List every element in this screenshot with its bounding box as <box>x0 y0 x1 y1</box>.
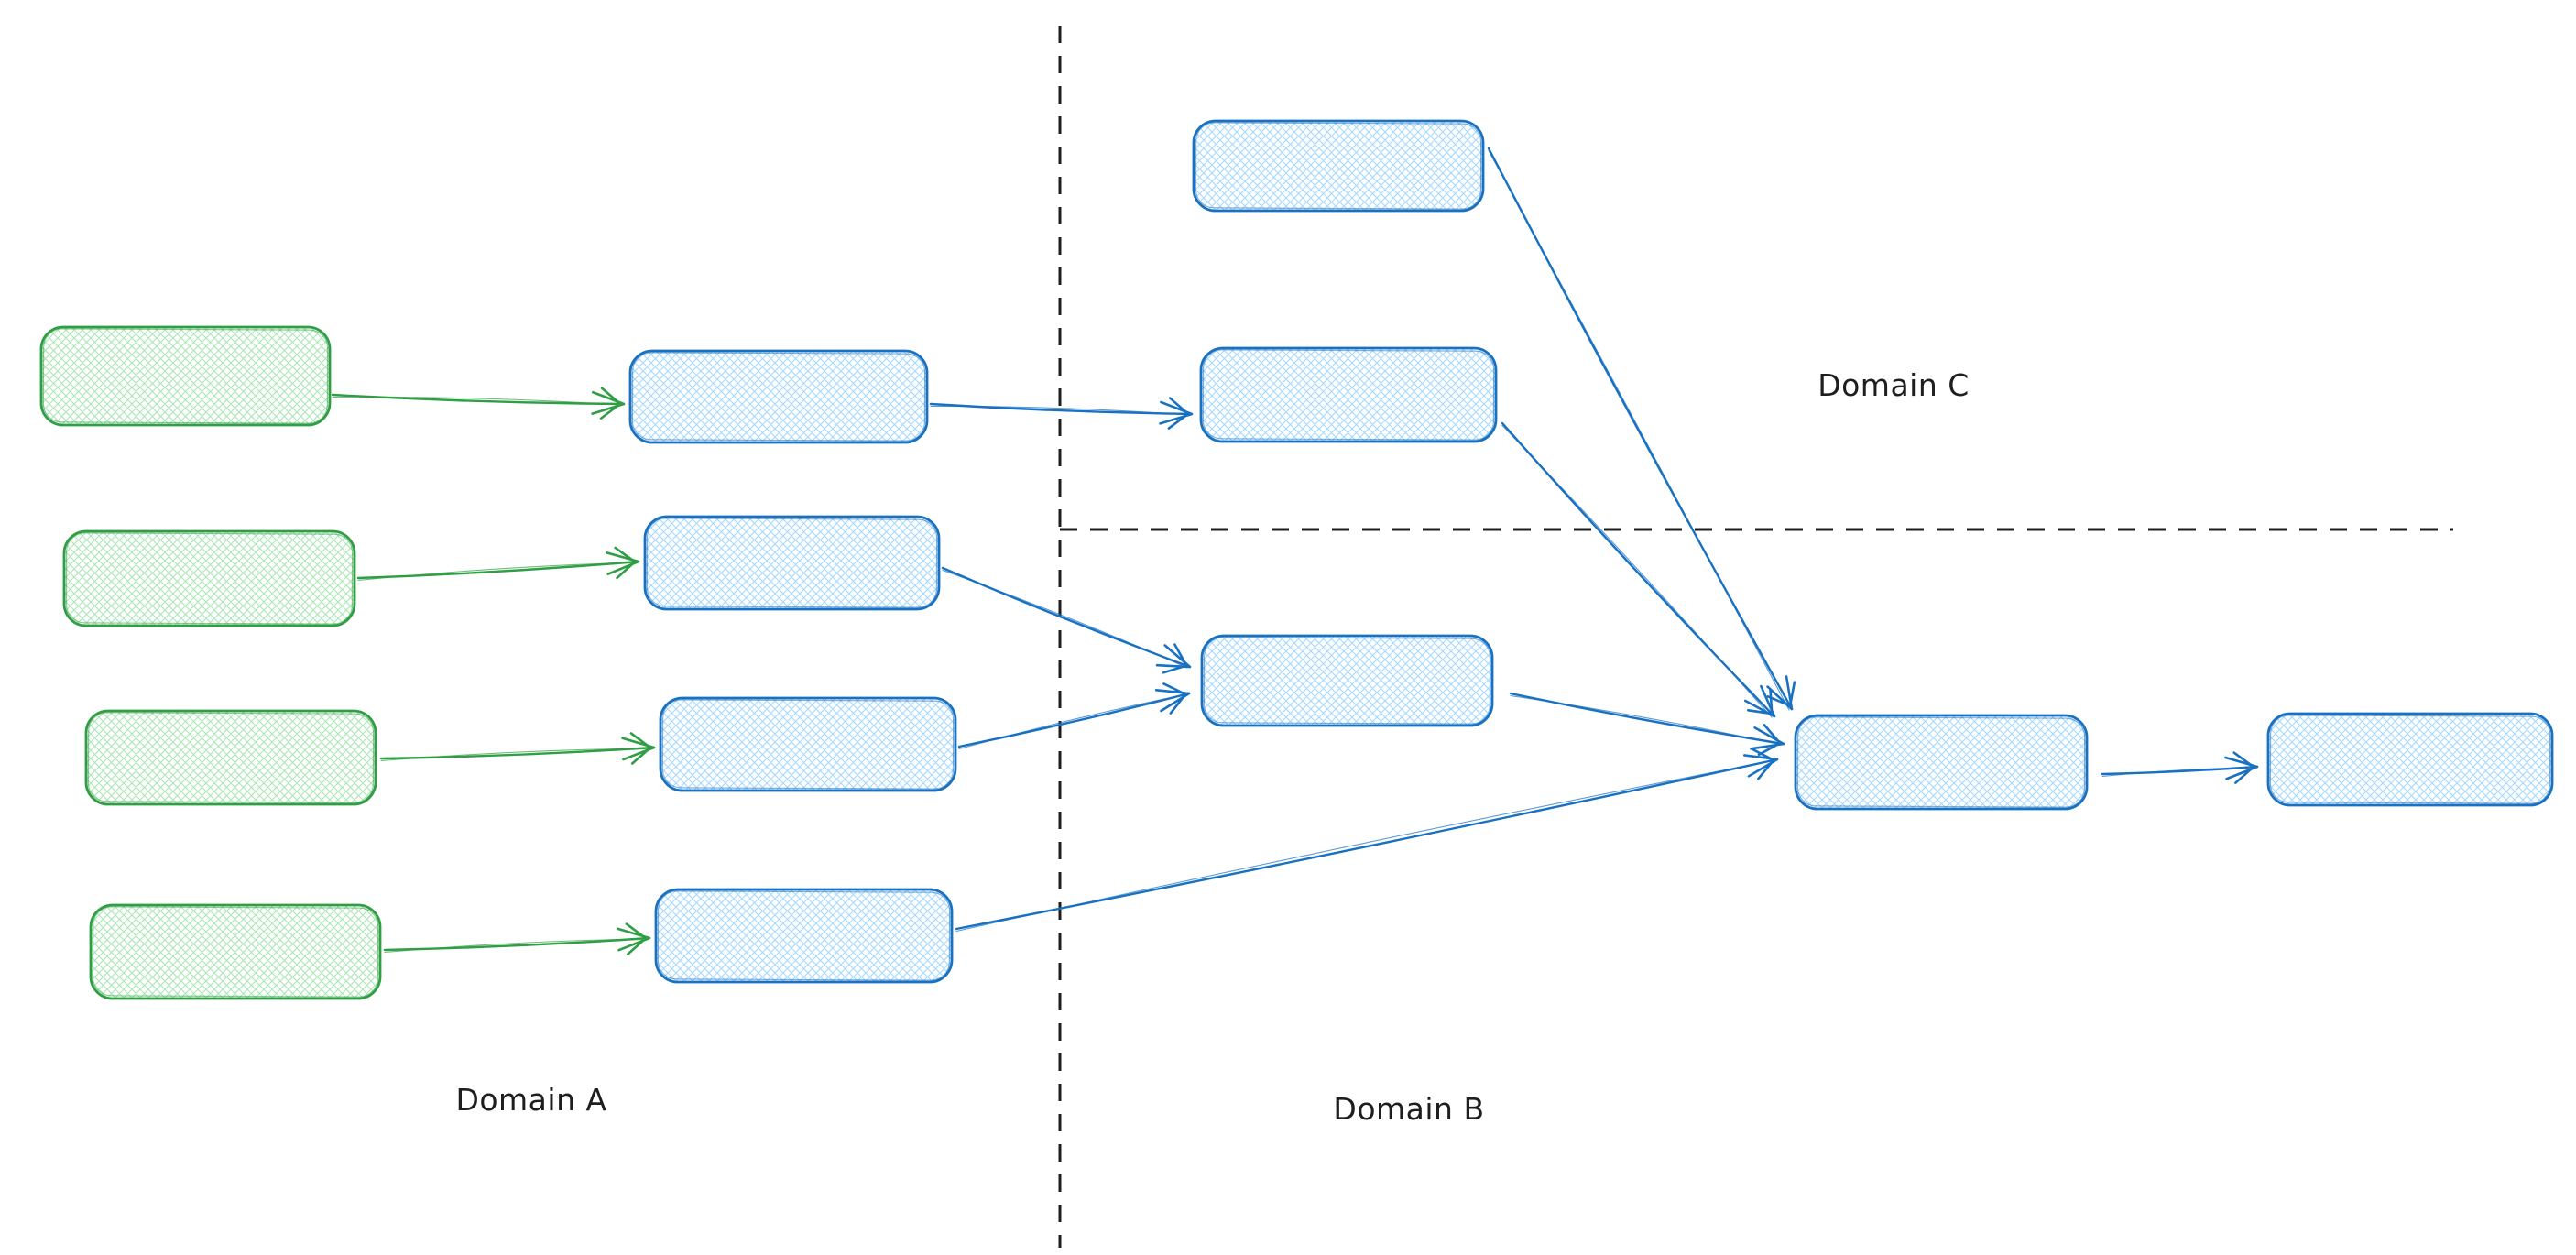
output-box[interactable] <box>2266 712 2554 807</box>
domain-c-box-1-rect <box>1192 119 1485 213</box>
arrow-b4-to-hub-arrowhead-icon <box>1742 748 1779 780</box>
arrow-db1-to-hub-shaft-sketch <box>1510 694 1782 746</box>
blue-box-2-rect <box>643 515 941 611</box>
blue-box-1[interactable] <box>628 349 929 444</box>
blue-box-2[interactable] <box>643 515 941 611</box>
arrow-c2-to-hub-arrowhead-icon <box>1743 684 1776 718</box>
blue-box-1-rect-sketch <box>631 352 926 442</box>
blue-box-4-rect-sketch <box>657 890 951 981</box>
arrow-b3-to-db1-shaft-sketch <box>958 693 1187 750</box>
arrow-green-4[interactable] <box>383 922 651 955</box>
arrow-hub-to-output-shaft-sketch <box>2101 767 2255 778</box>
arrow-green-1-shaft-sketch <box>332 396 622 406</box>
hub-box-rect <box>1794 714 2089 811</box>
green-box-4-rect-sketch <box>92 906 379 998</box>
green-box-1-rect-sketch <box>42 328 329 424</box>
blue-box-4[interactable] <box>654 888 954 984</box>
domain-c-box-2-rect-sketch <box>1202 349 1495 441</box>
green-box-4[interactable] <box>89 903 382 1000</box>
green-box-1[interactable] <box>39 325 332 427</box>
arrow-c1-to-hub-shaft <box>1487 147 1794 711</box>
arrow-green-2-arrowhead-icon <box>606 546 640 580</box>
arrow-c1-to-hub-shaft-sketch <box>1488 149 1790 711</box>
arrow-b4-to-hub[interactable] <box>955 748 1779 933</box>
domain-c-box-1[interactable] <box>1192 119 1485 213</box>
dividers-layer <box>1058 26 2453 1248</box>
domain-c-label[interactable]: Domain C <box>1817 367 1970 403</box>
arrow-green-4-arrowhead-icon <box>617 922 651 955</box>
domain-a-label[interactable]: Domain A <box>455 1082 606 1118</box>
arrow-b1-to-c2-arrowhead-icon <box>1159 397 1194 430</box>
arrow-c2-to-hub-shaft-sketch <box>1501 424 1773 718</box>
arrow-green-3-arrowhead-icon <box>621 732 656 765</box>
blue-box-3-rect-sketch <box>661 699 955 790</box>
blue-box-3[interactable] <box>659 696 957 792</box>
arrow-b4-to-hub-shaft <box>955 758 1779 931</box>
arrow-hub-to-output[interactable] <box>2101 751 2259 784</box>
arrow-b4-to-hub-shaft-sketch <box>955 759 1775 933</box>
domain-c-box-1-rect-sketch <box>1195 122 1482 210</box>
arrow-db1-to-hub[interactable] <box>1509 692 1785 757</box>
arrow-hub-to-output-arrowhead-icon <box>2224 751 2259 784</box>
arrow-green-1[interactable] <box>331 387 626 420</box>
output-box-rect <box>2266 712 2554 807</box>
arrow-green-3-shaft-sketch <box>380 748 652 762</box>
domain-b-box-1[interactable] <box>1200 634 1494 727</box>
nodes-layer <box>39 119 2554 1000</box>
green-box-3-rect <box>84 709 377 806</box>
green-box-1-rect <box>39 325 332 427</box>
green-box-2-rect-sketch <box>65 532 354 625</box>
arrow-b3-to-db1[interactable] <box>957 682 1191 750</box>
green-box-3[interactable] <box>84 709 377 806</box>
arrow-c1-to-hub[interactable] <box>1487 147 1796 711</box>
arrow-b2-to-db1[interactable] <box>941 566 1192 674</box>
arrow-b3-to-db1-arrowhead-icon <box>1154 682 1191 715</box>
arrow-b2-to-db1-shaft-sketch <box>942 569 1188 669</box>
output-box-rect-sketch <box>2269 715 2551 804</box>
blue-box-2-rect-sketch <box>646 518 938 608</box>
hub-box[interactable] <box>1794 714 2089 811</box>
hub-box-rect-sketch <box>1796 716 2086 808</box>
green-box-2-rect <box>62 529 356 628</box>
green-box-2[interactable] <box>62 529 356 628</box>
domain-b-box-1-rect <box>1200 634 1494 727</box>
labels-layer: Domain A Domain B Domain C <box>455 367 1969 1127</box>
arrow-c2-to-hub[interactable] <box>1501 421 1776 718</box>
arrow-green-1-arrowhead-icon <box>591 387 626 420</box>
domain-b-label[interactable]: Domain B <box>1333 1091 1484 1127</box>
green-box-3-rect-sketch <box>87 712 375 803</box>
arrow-green-4-shaft-sketch <box>384 938 648 954</box>
blue-box-3-rect <box>659 696 957 792</box>
arrow-db1-to-hub-arrowhead-icon <box>1750 724 1785 757</box>
arrow-green-2[interactable] <box>356 546 640 582</box>
blue-box-4-rect <box>654 888 954 984</box>
green-box-4-rect <box>89 903 382 1000</box>
domain-b-box-1-rect-sketch <box>1203 637 1491 725</box>
arrow-c1-to-hub-arrowhead-icon <box>1766 675 1796 711</box>
arrow-b1-to-c2-shaft-sketch <box>930 405 1190 416</box>
domain-c-box-2[interactable] <box>1199 346 1498 443</box>
edges-layer <box>331 147 2259 955</box>
arrow-green-3[interactable] <box>379 732 656 765</box>
arrow-green-2-shaft-sketch <box>357 562 637 582</box>
arrow-b1-to-c2[interactable] <box>929 397 1194 430</box>
arrow-b2-to-db1-arrowhead-icon <box>1155 643 1192 674</box>
domain-c-box-2-rect <box>1199 346 1498 443</box>
blue-box-1-rect <box>628 349 929 444</box>
